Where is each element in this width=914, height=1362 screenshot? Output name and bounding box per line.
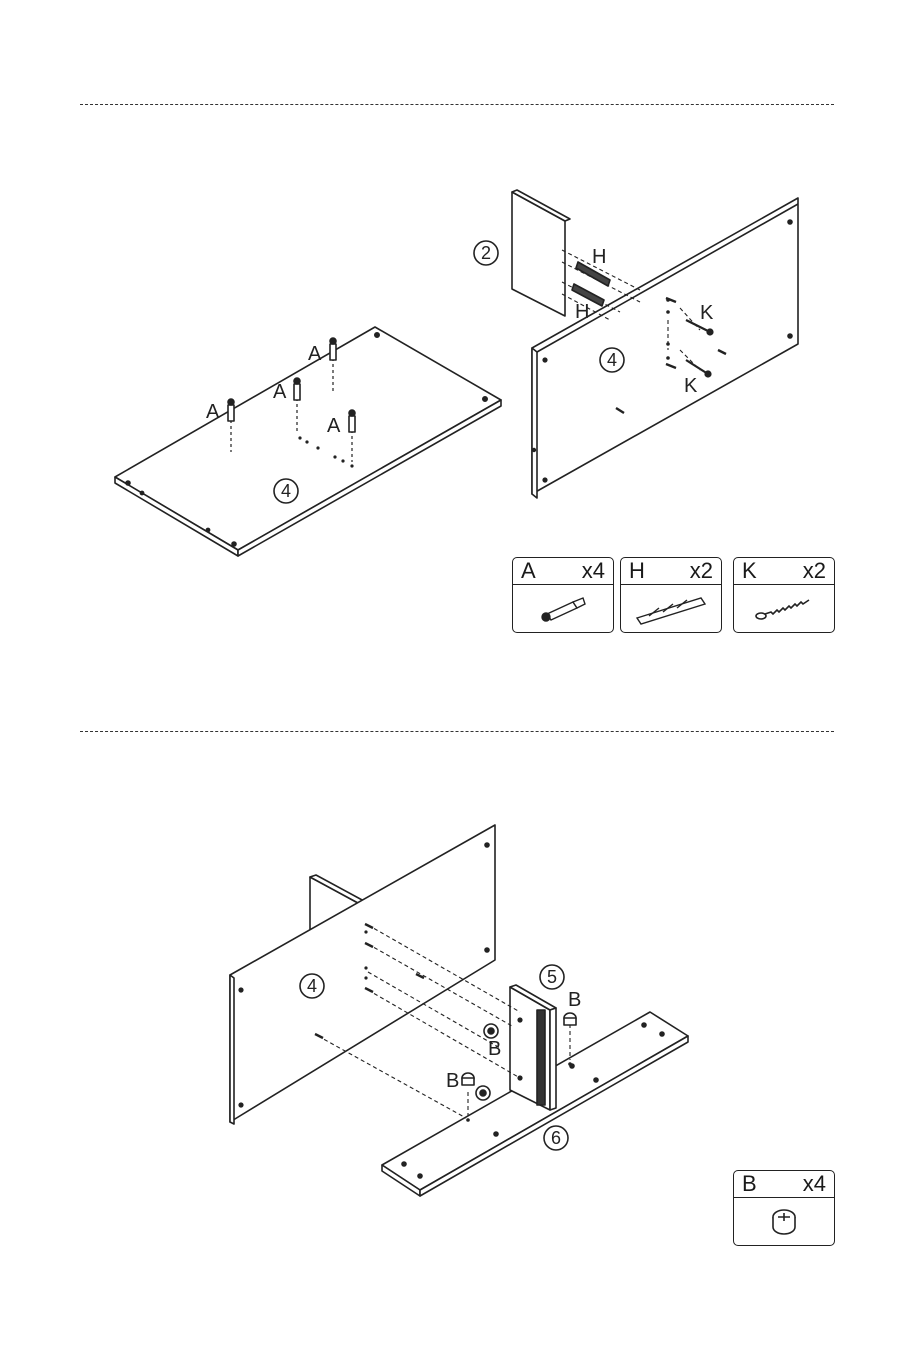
part-box-b: B x4: [733, 1170, 835, 1246]
callout-b3: B: [446, 1070, 459, 1092]
cam-lock-b1: [564, 1013, 576, 1025]
callout-b2: B: [488, 1038, 501, 1060]
cam-lock-b3: [462, 1073, 474, 1085]
part-label-6: 6: [551, 1128, 561, 1148]
cam-lock-icon: [764, 1205, 804, 1239]
cam-lock-b2: [484, 1024, 498, 1038]
cam-lock-b4: [476, 1086, 490, 1100]
part-label-4: 4: [307, 976, 317, 996]
part-quantity: x4: [803, 1171, 826, 1197]
part-letter: B: [742, 1171, 757, 1197]
part-label-5: 5: [547, 967, 557, 987]
callout-b1: B: [568, 989, 581, 1011]
panel-5-divider: [510, 985, 556, 1110]
